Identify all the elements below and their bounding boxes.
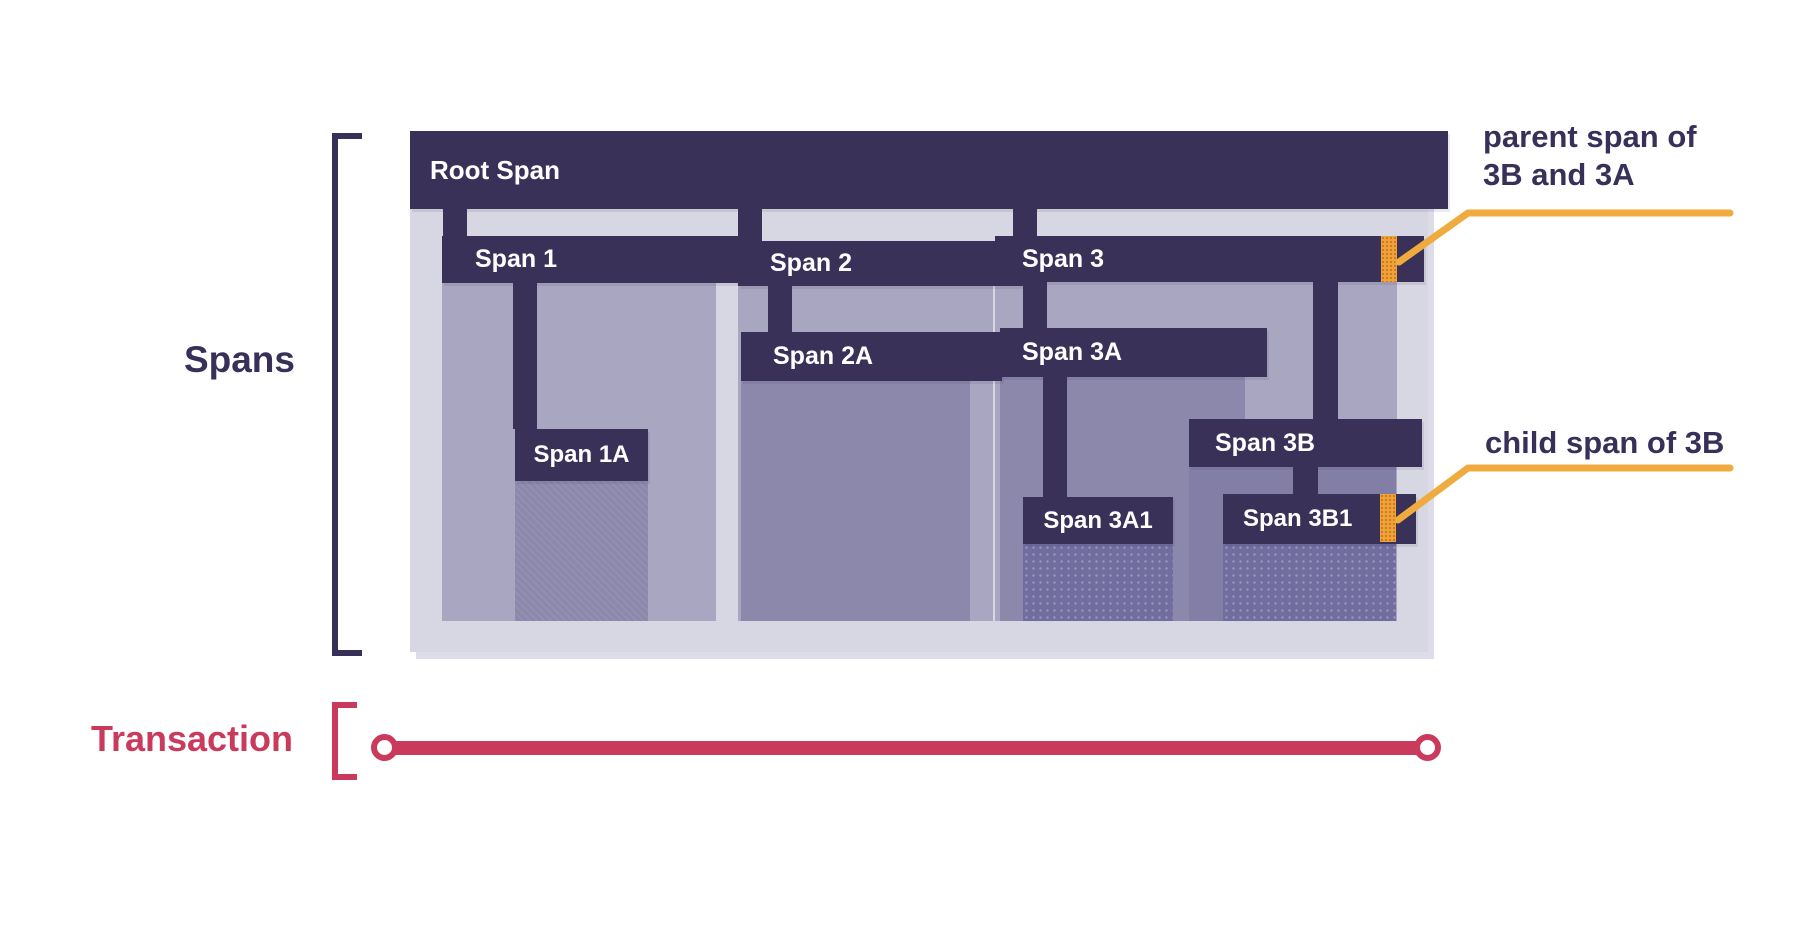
span2-bar: Span 2 bbox=[738, 241, 1025, 286]
span1a-bar-label: Span 1A bbox=[533, 441, 630, 468]
span3b-bar-label: Span 3B bbox=[1215, 428, 1316, 457]
span2a-bar: Span 2A bbox=[741, 332, 1002, 381]
span2a-duration-region bbox=[741, 381, 970, 621]
transaction-label: Transaction bbox=[90, 718, 293, 759]
span3a1-bar-label: Span 3A1 bbox=[1043, 506, 1153, 534]
span3-parent-highlight-marker bbox=[1381, 236, 1397, 282]
parent-span-annotation-line1: parent span of bbox=[1483, 119, 1697, 154]
connector-span1-span1a bbox=[513, 283, 537, 429]
span1a-duration-region bbox=[515, 481, 648, 621]
transaction-end-point bbox=[1414, 734, 1441, 761]
connector-span3b-span3b1 bbox=[1293, 467, 1318, 495]
span3b1-bar-label: Span 3B1 bbox=[1243, 505, 1353, 532]
span3b-bar: Span 3B bbox=[1189, 419, 1422, 467]
connector-root-span3 bbox=[1013, 209, 1037, 237]
spans-bracket bbox=[332, 133, 362, 656]
span3a-bar: Span 3A bbox=[1000, 328, 1267, 377]
span3a-bar-label: Span 3A bbox=[1022, 338, 1123, 366]
child-span-annotation: child span of 3B bbox=[1485, 425, 1725, 460]
connector-span3-span3a bbox=[1023, 282, 1047, 329]
parent-span-annotation: parent span of 3B and 3A bbox=[1483, 118, 1697, 194]
span3b1-duration-region bbox=[1223, 544, 1396, 621]
span3-bar: Span 3 bbox=[995, 236, 1424, 282]
parent-span-annotation-line2: 3B and 3A bbox=[1483, 157, 1635, 192]
connector-span3a-span3a1 bbox=[1043, 377, 1067, 497]
connector-span3-span3b bbox=[1313, 282, 1338, 420]
transaction-bracket bbox=[332, 702, 357, 780]
span2-bar-label: Span 2 bbox=[770, 249, 852, 277]
transaction-timeline bbox=[385, 741, 1428, 755]
transaction-start-point bbox=[371, 734, 398, 761]
root-span-bar: Root Span bbox=[410, 131, 1448, 209]
spans-label: Spans bbox=[183, 339, 295, 380]
span1-bar-label: Span 1 bbox=[475, 245, 557, 273]
span2a-bar-label: Span 2A bbox=[773, 342, 874, 370]
child-span-leader-line bbox=[1394, 464, 1734, 524]
root-span-bar-label: Root Span bbox=[430, 154, 560, 185]
span3b1-child-highlight-marker bbox=[1380, 494, 1396, 542]
span1a-bar: Span 1A bbox=[515, 429, 648, 481]
span3-bar-label: Span 3 bbox=[1022, 244, 1104, 273]
connector-span2-span2a bbox=[768, 286, 792, 333]
span1-bar: Span 1 bbox=[442, 236, 749, 283]
parent-span-leader-line bbox=[1395, 209, 1734, 266]
span3a1-duration-region bbox=[1023, 544, 1173, 621]
span3a1-bar: Span 3A1 bbox=[1023, 497, 1173, 544]
connector-root-span1 bbox=[443, 209, 467, 237]
